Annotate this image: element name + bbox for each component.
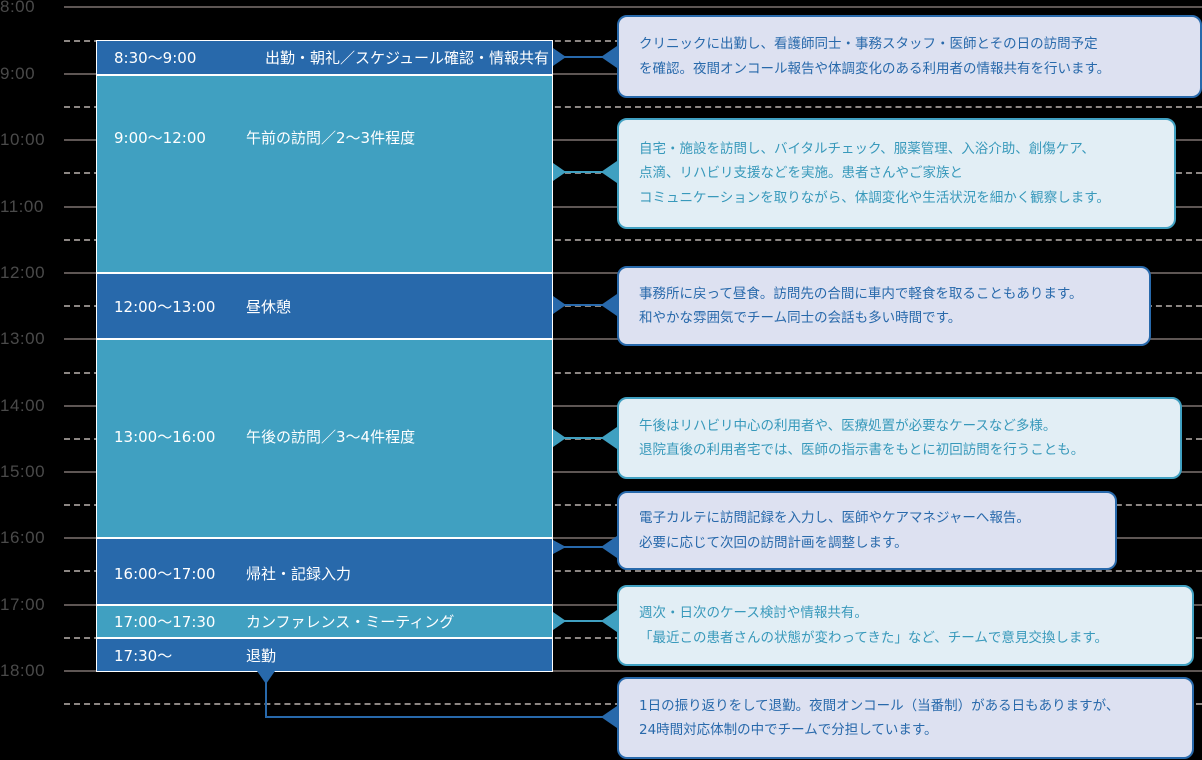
block-time: 12:00〜13:00 <box>114 297 216 316</box>
axis-label: 9:00 <box>0 64 36 83</box>
callout-morning-visits: 自宅・施設を訪問し、バイタルチェック、服薬管理、入浴介助、創傷ケア、 点滴、リハ… <box>617 118 1176 229</box>
callout-afternoon-visits: 午後はリハビリ中心の利用者や、医療処置が必要なケースなど多様。 退院直後の利用者… <box>617 397 1182 479</box>
axis-label: 15:00 <box>0 462 46 481</box>
block-title: 退勤 <box>246 646 277 665</box>
callout-conference: 週次・日次のケース検討や情報共有。 「最近この患者さんの状態が変わってきた」など… <box>617 585 1194 666</box>
callout-line: コミュニケーションを取りながら、体調変化や生活状況を細かく観察します。 <box>639 189 1110 206</box>
grid-line-18 <box>64 670 1202 672</box>
axis-label: 18:00 <box>0 661 46 680</box>
schedule-block-afternoon-visits: 13:00〜16:00 午後の訪問／3〜4件程度 <box>97 340 552 537</box>
callout-line: クリニックに出勤し、看護師同士・事務スタッフ・医師とその日の訪問予定 <box>639 36 1098 52</box>
grid-dash-930 <box>64 106 1202 108</box>
block-time: 13:00〜16:00 <box>114 428 216 446</box>
axis-label: 8:00 <box>0 0 36 16</box>
block-time: 17:00〜17:30 <box>114 613 216 631</box>
schedule-block-records: 16:00〜17:00 帰社・記録入力 <box>97 539 552 604</box>
block-time: 9:00〜12:00 <box>114 129 206 147</box>
connector-conference <box>553 610 617 632</box>
connector-arrival <box>553 46 617 68</box>
schedule-block-conference: 17:00〜17:30 カンファレンス・ミーティング <box>97 606 552 637</box>
block-title: 昼休憩 <box>246 297 292 316</box>
callout-line: 必要に応じて次回の訪問計画を調整します。 <box>639 534 908 551</box>
callout-line: 週次・日次のケース検討や情報共有。 <box>639 605 868 621</box>
block-title: 午後の訪問／3〜4件程度 <box>246 428 416 446</box>
block-time: 17:30〜 <box>114 646 173 665</box>
schedule-column: 8:30〜9:00 出勤・朝礼／スケジュール確認・情報共有 9:00〜12:00… <box>96 40 553 672</box>
connector-morning <box>553 161 617 183</box>
callout-line: を確認。夜間オンコール報告や体調変化のある利用者の情報共有を行います。 <box>639 60 1111 77</box>
axis-label: 10:00 <box>0 130 46 149</box>
block-time: 8:30〜9:00 <box>114 49 197 67</box>
grid-dash-1130 <box>64 239 1202 241</box>
axis-label: 11:00 <box>0 197 44 216</box>
axis-label: 12:00 <box>0 263 46 282</box>
callout-line: 点滴、リハビリ支援などを実施。患者さんやご家族と <box>639 165 963 182</box>
callout-line: 午後はリハビリ中心の利用者や、医療処置が必要なケースなど多様。 <box>639 417 1057 434</box>
callout-line: 自宅・施設を訪問し、バイタルチェック、服薬管理、入浴介助、創傷ケア、 <box>639 140 1095 157</box>
axis-label: 16:00 <box>0 528 46 547</box>
block-title: 出勤・朝礼／スケジュール確認・情報共有 <box>265 49 549 67</box>
callout-records: 電子カルテに訪問記録を入力し、医師やケアマネジャーへ報告。 必要に応じて次回の訪… <box>617 491 1117 570</box>
connector-records <box>553 536 617 558</box>
callout-leave: 1日の振り返りをして退勤。夜間オンコール（当番制）がある日もありますが、 24時… <box>617 677 1194 759</box>
block-time: 16:00〜17:00 <box>114 565 216 583</box>
schedule-block-leave: 17:30〜 退勤 <box>97 639 552 671</box>
callout-line: 「最近この患者さんの状態が変わってきた」など、チームで意見交換します。 <box>639 629 1108 646</box>
block-title: 午前の訪問／2〜3件程度 <box>246 129 416 147</box>
callout-line: 退院直後の利用者宅では、医師の指示書をもとに初回訪問を行うことも。 <box>639 442 1085 458</box>
connector-lunch <box>553 294 617 316</box>
schedule-block-arrival: 8:30〜9:00 出勤・朝礼／スケジュール確認・情報共有 <box>97 41 552 74</box>
axis-label: 13:00 <box>0 329 46 348</box>
callout-line: 和やかな雰囲気でチーム同士の会話も多い時間です。 <box>639 310 962 326</box>
grid-dash-1330 <box>64 372 1202 374</box>
grid-dash-1630 <box>64 570 1202 572</box>
callout-line: 24時間対応体制の中でチームで分担しています。 <box>639 722 938 738</box>
axis-label: 17:00 <box>0 595 46 614</box>
grid-line-8 <box>64 6 1202 8</box>
block-title: 帰社・記録入力 <box>246 565 352 583</box>
callout-lunch: 事務所に戻って昼食。訪問先の合間に車内で軽食を取ることもあります。 和やかな雰囲… <box>617 266 1151 346</box>
schedule-block-morning-visits: 9:00〜12:00 午前の訪問／2〜3件程度 <box>97 76 552 272</box>
axis-label: 14:00 <box>0 396 46 415</box>
callout-arrival: クリニックに出勤し、看護師同士・事務スタッフ・医師とその日の訪問予定 を確認。夜… <box>617 15 1202 98</box>
callout-line: 事務所に戻って昼食。訪問先の合間に車内で軽食を取ることもあります。 <box>639 285 1083 302</box>
callout-line: 1日の振り返りをして退勤。夜間オンコール（当番制）がある日もありますが、 <box>639 697 1120 714</box>
connector-leave <box>257 671 617 728</box>
schedule-block-lunch: 12:00〜13:00 昼休憩 <box>97 274 552 338</box>
callout-line: 電子カルテに訪問記録を入力し、医師やケアマネジャーへ報告。 <box>639 510 1030 526</box>
block-title: カンファレンス・ミーティング <box>246 613 455 631</box>
connector-afternoon <box>553 427 617 449</box>
